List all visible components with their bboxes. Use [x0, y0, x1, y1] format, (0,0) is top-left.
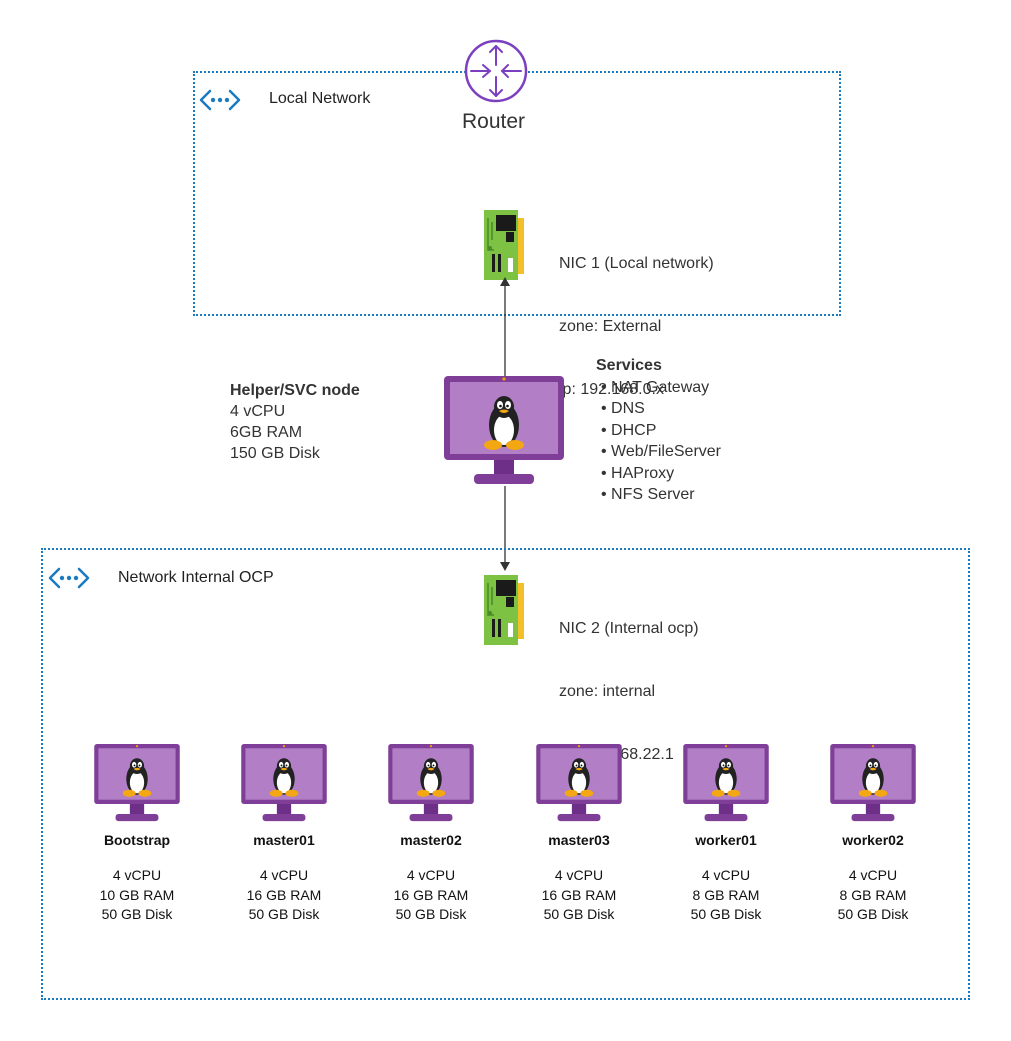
node-name: master01 — [253, 832, 315, 848]
internal-network-label: Network Internal OCP — [118, 569, 274, 586]
node-cpu: 4 vCPU — [259, 867, 309, 883]
node-name: master02 — [400, 832, 462, 848]
node-disk: 50 GB Disk — [248, 906, 320, 922]
virtual-network-icon — [198, 88, 242, 112]
node-name: worker01 — [695, 832, 757, 848]
node-disk: 50 GB Disk — [837, 906, 909, 922]
service-item: DHCP — [596, 420, 721, 442]
internal-network-zone — [41, 548, 970, 1000]
service-item: NAT Gateway — [596, 377, 721, 399]
node-cpu: 4 vCPU — [112, 867, 162, 883]
service-item: Web/FileServer — [596, 441, 721, 463]
node-disk: 50 GB Disk — [690, 906, 762, 922]
node-disk: 50 GB Disk — [543, 906, 615, 922]
node-cpu: 4 vCPU — [406, 867, 456, 883]
node-ram: 10 GB RAM — [99, 886, 175, 903]
node-name: worker02 — [842, 832, 904, 848]
node-ram: 8 GB RAM — [839, 886, 907, 903]
services-title: Services — [596, 357, 662, 374]
node-cpu: 4 vCPU — [554, 867, 604, 883]
node-ram: 16 GB RAM — [246, 886, 322, 903]
linux-monitor-icon[interactable] — [683, 744, 769, 824]
helper-node-ram: 6GB RAM — [230, 424, 303, 441]
router-label: Router — [462, 110, 526, 133]
helper-node-info: Helper/SVC node 4 vCPU 6GB RAM 150 GB Di… — [230, 380, 360, 464]
local-network-label: Local Network — [269, 90, 371, 107]
services-list: Services NAT Gateway DNS DHCP Web/FileSe… — [596, 355, 721, 506]
nic2-zone: zone: internal — [559, 683, 656, 700]
node-disk: 50 GB Disk — [395, 906, 467, 922]
node-ram: 16 GB RAM — [541, 886, 617, 903]
network-card-icon[interactable] — [478, 210, 526, 280]
linux-monitor-icon[interactable] — [241, 744, 327, 824]
helper-node-cpu: 4 vCPU — [230, 403, 286, 420]
service-item: NFS Server — [596, 484, 721, 506]
node-name: Bootstrap — [103, 832, 171, 848]
linux-monitor-icon[interactable] — [830, 744, 916, 824]
service-item: HAProxy — [596, 463, 721, 485]
helper-node-disk: 150 GB Disk — [230, 445, 320, 462]
helper-linux-monitor-icon[interactable] — [444, 376, 564, 488]
connector-nic1-helper — [500, 277, 510, 383]
nic1-name: NIC 1 (Local network) — [559, 255, 714, 272]
node-disk: 50 GB Disk — [101, 906, 173, 922]
node-name: master03 — [548, 832, 610, 848]
linux-monitor-icon[interactable] — [536, 744, 622, 824]
router-icon[interactable] — [463, 38, 529, 104]
node-cpu: 4 vCPU — [701, 867, 751, 883]
linux-monitor-icon[interactable] — [388, 744, 474, 824]
connector-helper-nic2 — [500, 486, 510, 571]
network-card-icon[interactable] — [478, 575, 526, 645]
node-ram: 8 GB RAM — [692, 886, 760, 903]
helper-node-title: Helper/SVC node — [230, 382, 360, 399]
virtual-network-icon — [47, 566, 91, 590]
nic1-zone: zone: External — [559, 318, 662, 335]
linux-monitor-icon[interactable] — [94, 744, 180, 824]
nic2-name: NIC 2 (Internal ocp) — [559, 620, 699, 637]
service-item: DNS — [596, 398, 721, 420]
node-ram: 16 GB RAM — [393, 886, 469, 903]
node-cpu: 4 vCPU — [848, 867, 898, 883]
